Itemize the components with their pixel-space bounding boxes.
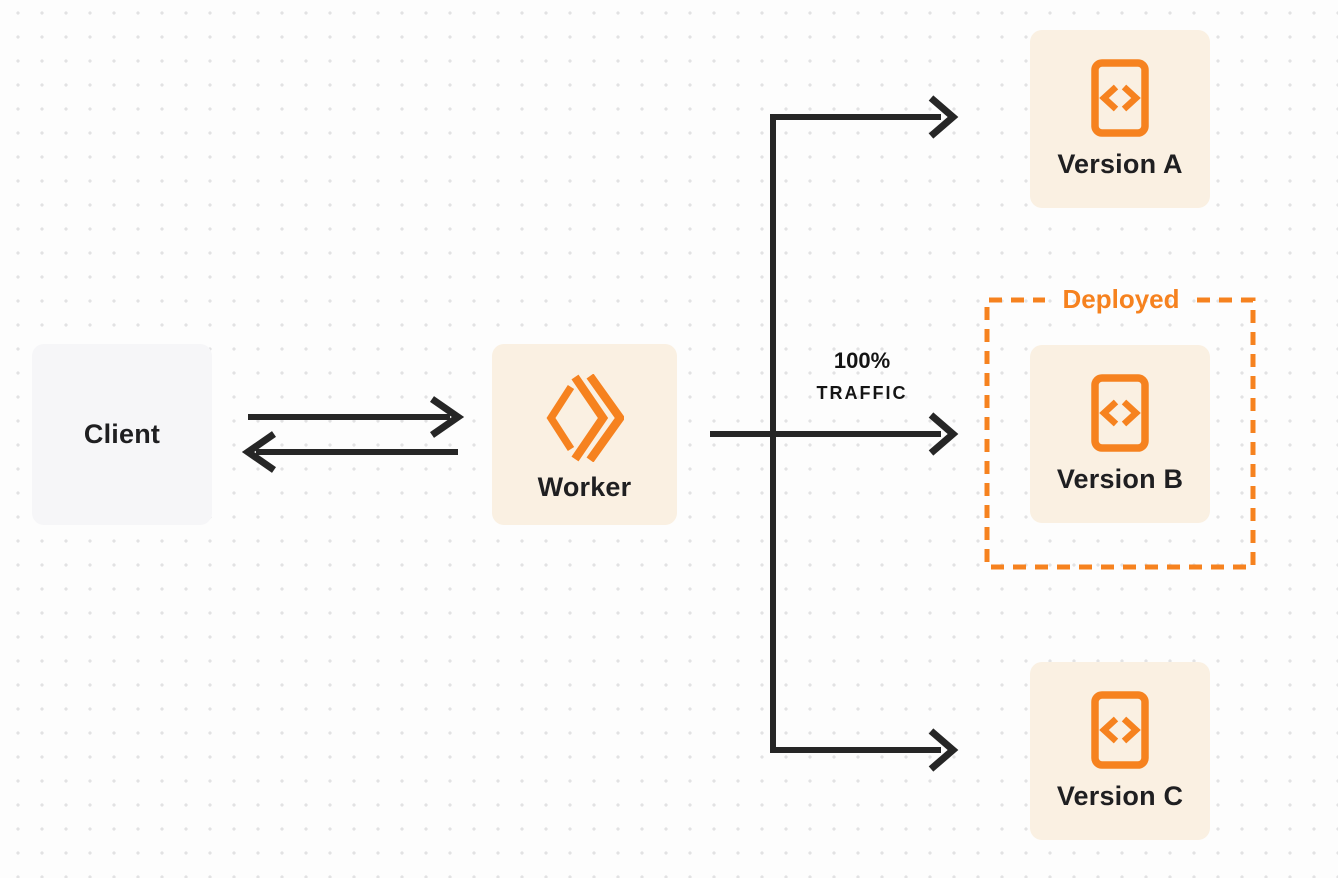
worker-label: Worker (537, 472, 632, 502)
traffic-split-trunk (710, 114, 941, 753)
traffic-percentage-label: 100% TRAFFIC (782, 348, 942, 404)
arrowhead-version-c (928, 728, 959, 772)
version-c-label: Version C (1056, 780, 1184, 811)
version-b-label: Version B (1056, 463, 1184, 494)
arrowhead-version-a (928, 95, 959, 139)
version-c-node: Version C (1030, 662, 1210, 840)
client-label: Client (83, 419, 161, 449)
client-node: Client (32, 344, 212, 525)
code-file-icon (1091, 373, 1149, 452)
code-file-icon (1091, 690, 1149, 769)
cloudflare-workers-logo-icon (546, 374, 624, 462)
client-to-worker-arrow (248, 396, 465, 438)
branch-arrowheads (928, 95, 959, 772)
worker-node: Worker (492, 344, 677, 525)
code-file-icon (1091, 58, 1149, 137)
version-b-node: Version B (1030, 345, 1210, 523)
version-a-node: Version A (1030, 30, 1210, 208)
version-a-label: Version A (1057, 148, 1183, 179)
deployed-group-label: Deployed (1062, 283, 1180, 314)
arrowhead-version-b (928, 412, 959, 456)
worker-to-client-arrow (241, 431, 458, 473)
traffic-percent: 100% (833, 348, 891, 373)
traffic-word: TRAFFIC (816, 383, 908, 403)
